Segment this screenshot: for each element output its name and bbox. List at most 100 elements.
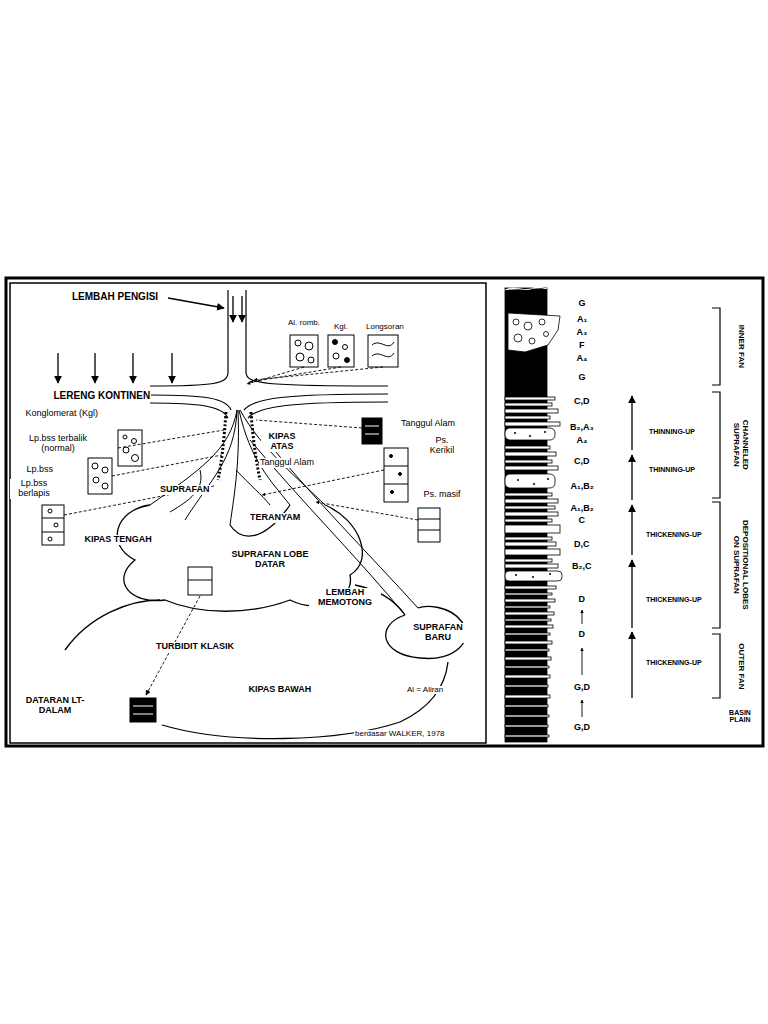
stratigraphic-log xyxy=(505,715,549,717)
trend-label: THINNING-UP xyxy=(648,466,696,474)
map-label: KIPAS BAWAH xyxy=(248,685,313,695)
stratigraphic-log xyxy=(505,633,550,635)
fan-channels xyxy=(236,470,270,505)
facies-columns xyxy=(305,342,313,350)
frame xyxy=(6,278,763,746)
facies-columns xyxy=(362,418,382,444)
map-label: KIPAS TENGAH xyxy=(84,535,153,545)
leader-lines xyxy=(256,420,362,428)
frame xyxy=(6,278,763,746)
stratigraphic-log xyxy=(549,573,551,575)
facies-columns xyxy=(418,508,440,542)
trend-arrows xyxy=(631,455,632,500)
zone-label: OUTER FAN xyxy=(736,642,745,690)
trend-label: THICKENING-UP xyxy=(645,596,703,604)
facies-columns xyxy=(92,463,98,469)
fan-lobes xyxy=(65,505,466,739)
slope-arrows xyxy=(132,353,133,383)
facies-columns xyxy=(188,567,212,595)
stratigraphic-log xyxy=(529,435,531,437)
stratigraphic-log xyxy=(505,619,551,621)
map-label: Longsoran xyxy=(365,323,405,332)
leader-lines xyxy=(250,367,341,382)
stratigraphic-log xyxy=(544,332,549,337)
canyon-and-slope xyxy=(248,402,388,418)
facies-code: B₂,A₃ xyxy=(569,423,595,433)
facies-code: A₁,B₂ xyxy=(570,482,595,492)
zone-label: CHANNELED SUPRAFAN xyxy=(731,404,749,486)
facies-code: G xyxy=(578,373,587,383)
leader-lines xyxy=(316,502,418,520)
canyon-and-slope xyxy=(150,403,228,418)
facies-columns xyxy=(399,473,402,476)
slope-arrows xyxy=(232,296,233,322)
stratigraphic-log xyxy=(505,519,552,522)
stratigraphic-log xyxy=(514,432,516,434)
facies-columns xyxy=(118,430,142,466)
facies-columns xyxy=(295,340,301,346)
slope-arrows xyxy=(241,296,242,322)
leader-lines xyxy=(262,470,384,495)
zone-brackets xyxy=(712,392,720,498)
stratigraphic-log xyxy=(539,319,545,325)
map-label: Tanggul Alam xyxy=(259,458,315,468)
fan-lobes xyxy=(65,600,160,650)
stratigraphic-log xyxy=(505,675,550,678)
stratigraphic-log xyxy=(533,483,535,485)
stratigraphic-log xyxy=(505,286,562,742)
trend-arrows xyxy=(631,632,632,698)
facies-columns xyxy=(130,698,156,722)
facies-code: C xyxy=(578,516,587,526)
map-label: TURBIDIT KLASIK xyxy=(155,642,235,652)
facies-code: G,D xyxy=(573,683,591,693)
facies-columns xyxy=(333,340,338,345)
stratigraphic-log xyxy=(508,313,560,352)
stratigraphic-log xyxy=(505,474,555,488)
facies-code: A₃ xyxy=(576,328,589,338)
stratigraphic-log xyxy=(505,416,550,419)
facies-code: D xyxy=(578,595,587,605)
stratigraphic-log xyxy=(505,735,549,737)
map-label: Lp.bss terbalik (normal) xyxy=(21,434,95,454)
canyon-and-slope xyxy=(150,290,228,386)
trend-label: THICKENING-UP xyxy=(645,659,703,667)
stratigraphic-log xyxy=(529,338,535,344)
stratigraphic-log xyxy=(505,512,558,516)
facies-code: A₁ xyxy=(576,315,588,325)
map-label: Lp.bss xyxy=(26,465,55,475)
stratigraphic-log xyxy=(547,478,549,480)
stratigraphic-log xyxy=(505,403,552,406)
stratigraphic-log xyxy=(505,625,553,628)
facies-columns xyxy=(54,523,58,527)
facies-columns xyxy=(42,335,440,722)
stratigraphic-log xyxy=(505,549,560,555)
fan-lobes xyxy=(162,662,448,739)
frame xyxy=(10,283,486,743)
stratigraphic-log xyxy=(505,657,551,660)
map-label: LEMBAH MEMOTONG xyxy=(309,588,381,608)
stratigraphic-log xyxy=(505,666,549,668)
stratigraphic-log xyxy=(524,322,532,330)
facies-columns xyxy=(296,353,304,361)
trend-arrows xyxy=(631,505,632,555)
fan-channels xyxy=(240,410,325,505)
stratigraphic-log xyxy=(505,428,555,440)
stratigraphic-log xyxy=(505,571,562,581)
leader-lines xyxy=(254,367,383,380)
slope-arrows xyxy=(57,353,58,383)
stratigraphic-log xyxy=(505,641,552,644)
stratigraphic-log xyxy=(532,576,534,578)
facies-columns xyxy=(132,455,139,462)
trend-arrows xyxy=(582,610,583,624)
facies-code: C,D xyxy=(573,457,591,467)
stratigraphic-log xyxy=(505,286,547,290)
map-label: TERANYAM xyxy=(249,513,301,523)
stratigraphic-log xyxy=(505,506,555,509)
stratigraphic-log xyxy=(505,460,552,463)
trend-arrows xyxy=(582,700,583,717)
facies-columns xyxy=(42,518,64,532)
facies-columns xyxy=(48,537,52,541)
stratigraphic-log xyxy=(505,612,554,615)
facies-columns xyxy=(418,519,440,530)
